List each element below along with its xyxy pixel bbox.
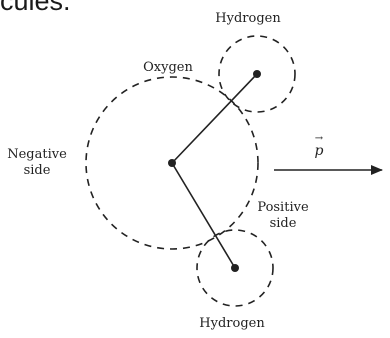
oxygen-circle [85, 76, 259, 250]
hydrogen-bottom-label: Hydrogen [199, 316, 265, 331]
negative-side-label: Negative side [7, 147, 67, 178]
positive-side-label: Positive side [257, 200, 309, 231]
oxygen-nucleus [168, 159, 176, 167]
heading-fragment: cules. [0, 0, 71, 16]
right-arrow-icon: → [314, 133, 324, 144]
dipole-vector-label: → p [309, 134, 329, 160]
hydrogen-top-circle [218, 35, 296, 113]
dipole-vector-symbol: p [314, 143, 324, 159]
hydrogen-bottom-circle [196, 229, 274, 307]
oxygen-label: Oxygen [143, 60, 193, 75]
hydrogen-top-nucleus [253, 70, 261, 78]
hydrogen-top-label: Hydrogen [215, 11, 281, 26]
bond-top [171, 73, 258, 164]
bond-bottom [171, 162, 236, 269]
hydrogen-bottom-nucleus [231, 264, 239, 272]
